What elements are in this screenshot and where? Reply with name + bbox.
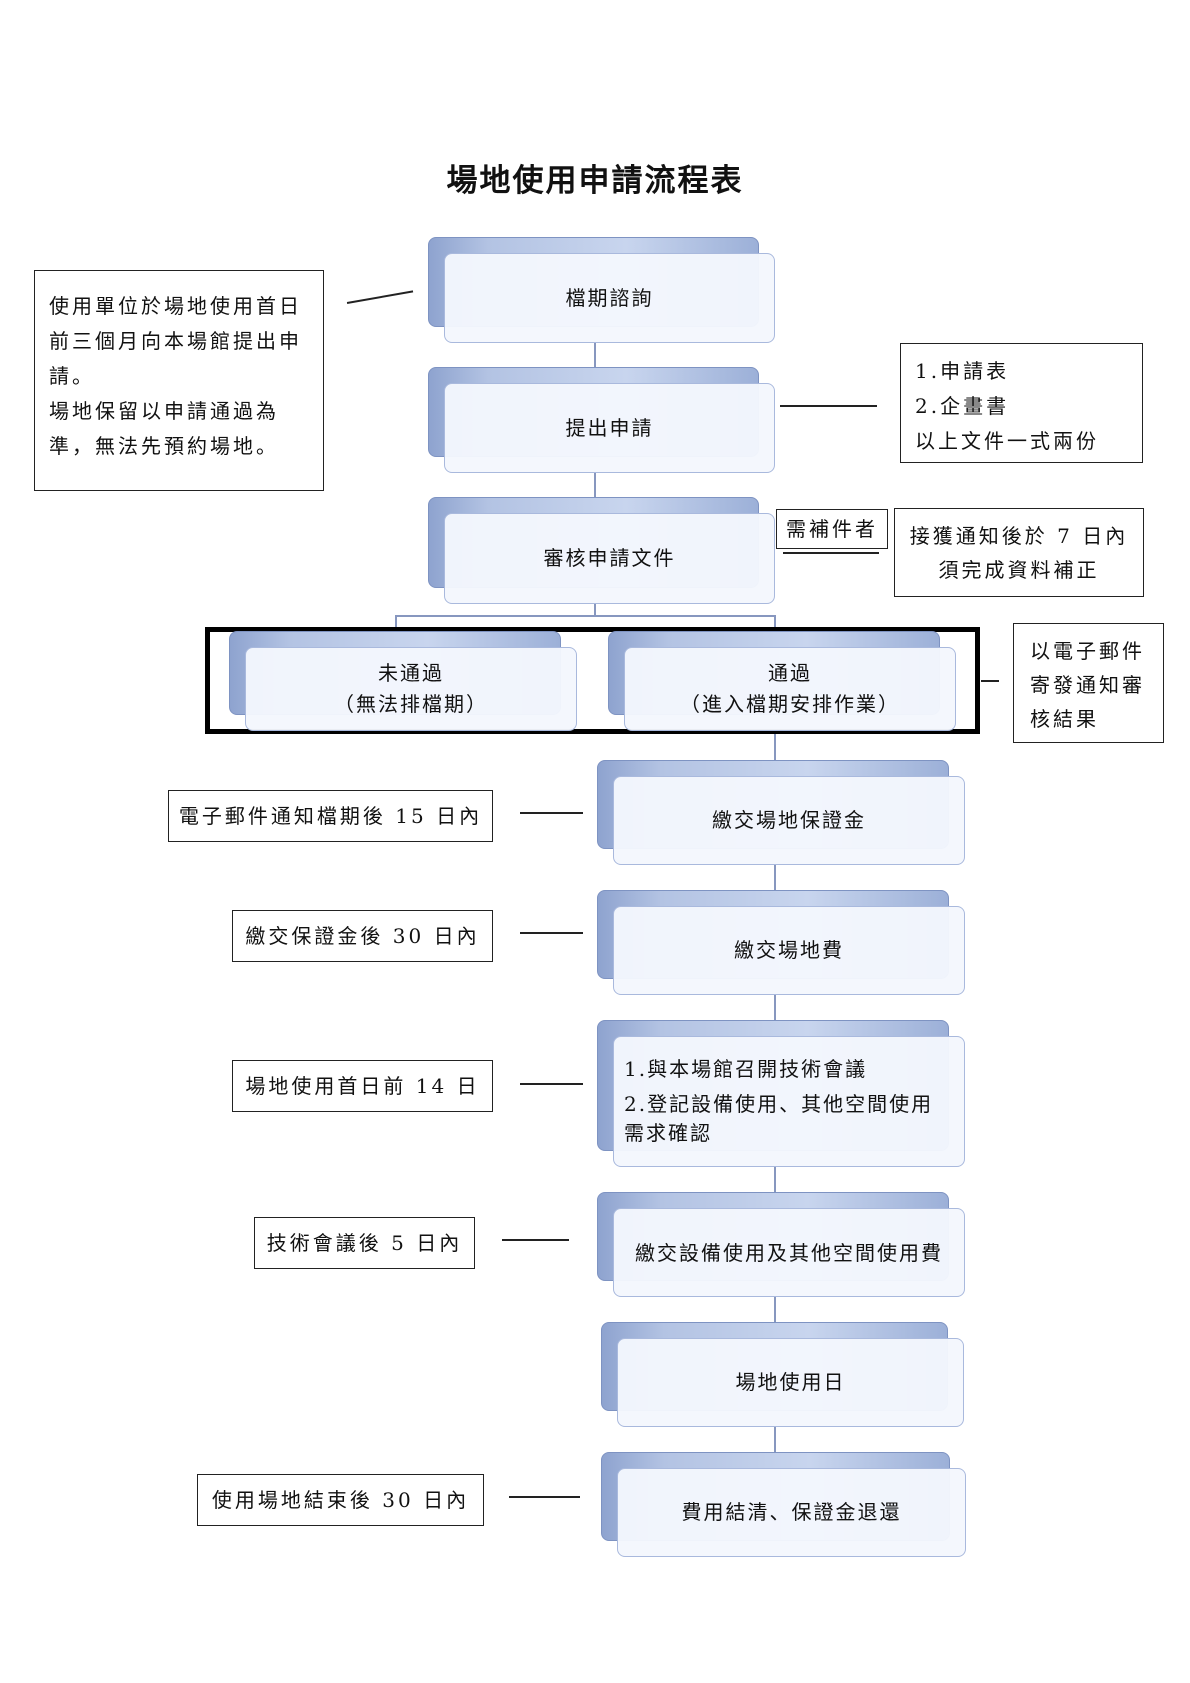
page-title: 場地使用申請流程表 <box>446 163 744 199</box>
connector <box>594 473 596 497</box>
step-pass-label: 通過 <box>768 661 812 685</box>
note-inquiry-text-2: 場地保留以申請通過為準，無法先預約場地。 <box>49 399 279 458</box>
note-documents: 1.申請表 2.企畫書 以上文件一式兩份 <box>900 343 1143 463</box>
step-inquiry: 檔期諮詢 <box>428 237 775 343</box>
step-fee: 繳交場地費 <box>597 890 965 995</box>
connector <box>594 604 596 616</box>
step-meeting: 1.與本場館召開技術會議 2.登記設備使用、其他空間使用需求確認 <box>597 1020 965 1167</box>
note-documents-item-3: 以上文件一式兩份 <box>915 429 1099 453</box>
connector <box>509 1496 580 1498</box>
note-meeting-deadline-text: 場地使用首日前 14 日 <box>245 1073 480 1098</box>
step-pass-sublabel: （進入檔期安排作業） <box>680 692 900 716</box>
note-meeting-deadline: 場地使用首日前 14 日 <box>232 1060 493 1112</box>
step-settle-label: 費用結清、保證金退還 <box>617 1468 966 1557</box>
note-inquiry-text-1: 使用單位於場地使用首日前三個月向本場館提出申請。 <box>49 294 302 388</box>
connector <box>981 680 999 682</box>
connector <box>520 812 583 814</box>
connector <box>520 932 583 934</box>
step-pass: 通過 （進入檔期安排作業） <box>608 631 956 731</box>
connector <box>774 1427 776 1452</box>
note-supplement-tag: 需補件者 <box>776 509 888 549</box>
step-equipment-fee-label: 繳交設備使用及其他空間使用費 <box>613 1208 965 1297</box>
connector <box>774 865 776 890</box>
connector <box>774 995 776 1020</box>
note-documents-item-2: 2.企畫書 <box>915 394 1010 418</box>
connector <box>774 1167 776 1192</box>
step-apply: 提出申請 <box>428 367 775 473</box>
step-review-label: 審核申請文件 <box>444 513 775 604</box>
step-review: 審核申請文件 <box>428 497 775 604</box>
connector <box>395 615 775 617</box>
connector <box>594 343 596 367</box>
step-use-day: 場地使用日 <box>601 1322 964 1427</box>
step-settle: 費用結清、保證金退還 <box>601 1452 966 1557</box>
step-deposit-label: 繳交場地保證金 <box>613 776 965 865</box>
step-fail-sublabel: （無法排檔期） <box>334 692 488 716</box>
connector <box>502 1239 569 1241</box>
step-meeting-item-1: 1.與本場館召開技術會議 <box>624 1057 868 1081</box>
note-email-result-text: 以電子郵件寄發通知審核結果 <box>1030 639 1145 731</box>
note-deposit-deadline: 電子郵件通知檔期後 15 日內 <box>168 790 493 842</box>
note-equipment-deadline-text: 技術會議後 5 日內 <box>266 1230 463 1255</box>
step-inquiry-label: 檔期諮詢 <box>444 253 775 343</box>
connector <box>774 733 776 760</box>
step-use-day-label: 場地使用日 <box>617 1338 964 1427</box>
connector <box>774 1297 776 1322</box>
note-equipment-deadline: 技術會議後 5 日內 <box>254 1217 475 1269</box>
note-settle-deadline: 使用場地結束後 30 日內 <box>197 1474 484 1526</box>
note-fee-deadline-text: 繳交保證金後 30 日內 <box>245 923 480 948</box>
note-inquiry: 使用單位於場地使用首日前三個月向本場館提出申請。 場地保留以申請通過為準，無法先… <box>34 270 324 491</box>
note-supplement-tag-text: 需補件者 <box>786 516 878 541</box>
note-fee-deadline: 繳交保證金後 30 日內 <box>232 910 493 962</box>
step-equipment-fee: 繳交設備使用及其他空間使用費 <box>597 1192 965 1297</box>
connector <box>780 405 877 407</box>
connector <box>774 615 776 633</box>
connector <box>520 1083 583 1085</box>
note-supplement-text: 接獲通知後於 7 日內須完成資料補正 <box>909 523 1129 582</box>
note-deposit-deadline-text: 電子郵件通知檔期後 15 日內 <box>178 803 483 828</box>
connector <box>346 290 414 304</box>
connector <box>783 552 879 554</box>
step-fail-label: 未通過 <box>378 661 444 685</box>
note-email-result: 以電子郵件寄發通知審核結果 <box>1013 623 1164 743</box>
connector <box>395 615 397 633</box>
step-meeting-item-2: 2.登記設備使用、其他空間使用需求確認 <box>624 1092 934 1145</box>
result-frame <box>205 627 980 734</box>
step-fail: 未通過 （無法排檔期） <box>229 631 577 731</box>
note-supplement: 接獲通知後於 7 日內須完成資料補正 <box>894 508 1144 597</box>
note-documents-item-1: 1.申請表 <box>915 359 1010 383</box>
step-apply-label: 提出申請 <box>444 383 775 473</box>
note-settle-deadline-text: 使用場地結束後 30 日內 <box>211 1487 470 1512</box>
step-deposit: 繳交場地保證金 <box>597 760 965 865</box>
step-fee-label: 繳交場地費 <box>613 906 965 995</box>
